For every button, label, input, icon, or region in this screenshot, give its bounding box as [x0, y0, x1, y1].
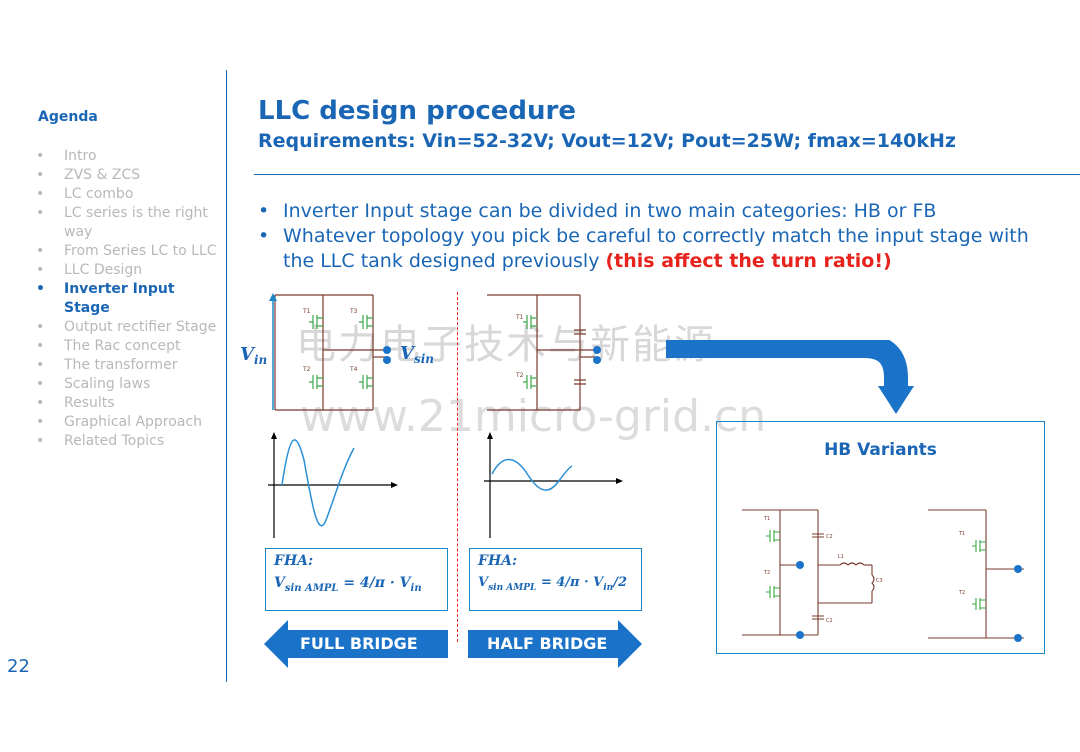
bullet-list: Inverter Input stage can be divided in t…	[258, 199, 1058, 274]
hb-variant-simple: T1 T2	[928, 509, 1024, 642]
formula: Vsin AMPL = 4/π · Vin/2	[478, 575, 628, 593]
agenda-item[interactable]: LC combo	[36, 185, 221, 204]
switch-label: T1	[302, 308, 311, 315]
curved-arrow	[666, 340, 914, 414]
half-bridge-label: HALF BRIDGE	[487, 634, 608, 653]
component-label: T2	[763, 570, 770, 576]
switch-label: T1	[515, 314, 524, 321]
highlight-text: (this affect the turn ratio!)	[605, 250, 892, 272]
full-bridge-waveform	[268, 432, 398, 538]
watermark-url: www.21micro-grid.cn	[300, 391, 767, 442]
slide-subtitle: Requirements: Vin=52-32V; Vout=12V; Pout…	[258, 130, 956, 152]
agenda-item[interactable]: Output rectifier Stage	[36, 318, 221, 337]
component-label: T2	[958, 590, 965, 596]
agenda-item[interactable]: LC series is the right way	[36, 204, 221, 242]
bullet-item: Whatever topology you pick be careful to…	[258, 224, 1058, 274]
vin-label: Vin	[240, 344, 268, 367]
fha-label: FHA:	[478, 553, 518, 569]
bullet-text: Inverter Input stage can be divided in t…	[283, 200, 937, 222]
component-label: T1	[763, 516, 770, 522]
formula: Vsin AMPL = 4/π · Vin	[274, 575, 422, 594]
switch-label: T2	[302, 366, 311, 373]
full-bridge-label: FULL BRIDGE	[300, 634, 418, 653]
agenda-item[interactable]: Intro	[36, 147, 221, 166]
fha-label: FHA:	[274, 553, 314, 569]
full-bridge-schematic: T1 T3 T2 T4	[269, 293, 391, 411]
agenda-list: Intro ZVS & ZCS LC combo LC series is th…	[36, 147, 221, 451]
header-divider	[254, 174, 1080, 175]
vsin-label: Vsin	[400, 343, 435, 366]
agenda-item[interactable]: From Series LC to LLC	[36, 242, 221, 261]
component-label: C3	[876, 578, 883, 584]
hb-variants-box	[716, 421, 1045, 654]
component-label: C2	[826, 534, 833, 540]
hb-variant-split-cap: T1 T2 C1 C2 L1 C3	[742, 509, 883, 639]
agenda-item[interactable]: Scaling laws	[36, 375, 221, 394]
bullet-item: Inverter Input stage can be divided in t…	[258, 199, 1058, 224]
agenda-item[interactable]: LLC Design	[36, 261, 221, 280]
section-separator	[457, 292, 458, 642]
page-number: 22	[7, 656, 30, 677]
agenda-item[interactable]: Graphical Approach	[36, 413, 221, 432]
component-label: L1	[838, 554, 844, 560]
watermark-cn: 电力电子技术与新能源	[296, 322, 716, 368]
agenda-item[interactable]: Results	[36, 394, 221, 413]
sidebar-divider	[226, 70, 227, 682]
agenda-item-active[interactable]: Inverter Input Stage	[36, 280, 221, 318]
agenda-item[interactable]: ZVS & ZCS	[36, 166, 221, 185]
switch-label: T2	[515, 372, 524, 379]
half-bridge-arrow	[468, 620, 642, 668]
switch-label: T4	[349, 366, 358, 373]
fha-formula-hb: FHA: Vsin AMPL = 4/π · Vin/2	[469, 548, 642, 611]
hb-variants-title: HB Variants	[824, 440, 937, 460]
component-label: T1	[958, 531, 965, 537]
fha-formula-fb: FHA: Vsin AMPL = 4/π · Vin	[265, 548, 448, 611]
agenda-item[interactable]: The Rac concept	[36, 337, 221, 356]
agenda-item[interactable]: Related Topics	[36, 432, 221, 451]
bullet-text: Whatever topology you pick be careful to…	[283, 225, 1029, 272]
full-bridge-arrow	[264, 620, 448, 668]
switch-label: T3	[349, 308, 358, 315]
component-label: C1	[826, 618, 833, 624]
slide-title: LLC design procedure	[258, 96, 576, 126]
agenda-title: Agenda	[38, 109, 98, 125]
agenda-item[interactable]: The transformer	[36, 356, 221, 375]
half-bridge-schematic: T1 T2	[487, 294, 601, 411]
half-bridge-waveform	[484, 432, 623, 538]
